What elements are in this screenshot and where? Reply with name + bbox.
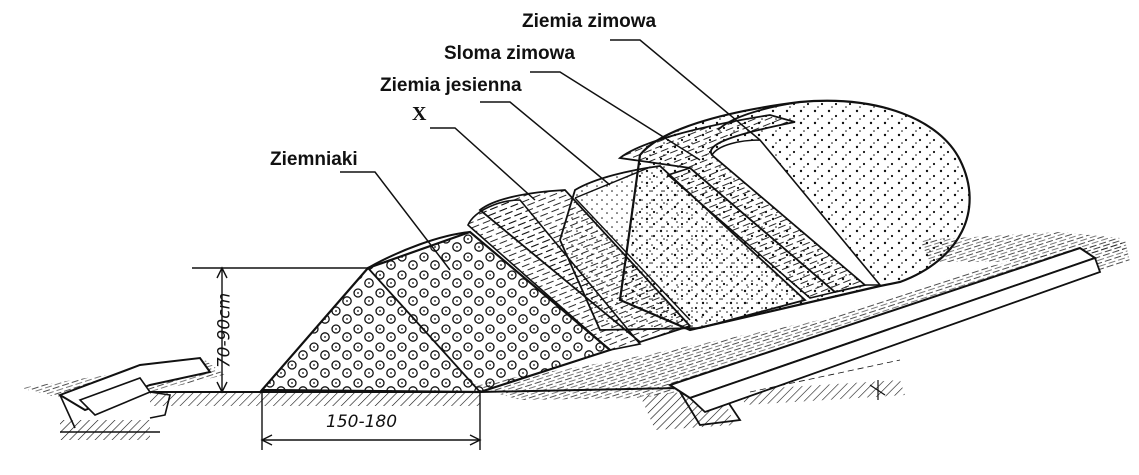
label-ziemia-zimowa: Ziemia zimowa bbox=[522, 12, 656, 31]
label-ziemia-jesienna: Ziemia jesienna bbox=[380, 76, 522, 95]
label-ziemniaki: Ziemniaki bbox=[270, 150, 358, 169]
label-sloma-zimowa: Sloma zimowa bbox=[444, 44, 575, 63]
dimension-height-label: 70-90cm bbox=[217, 286, 234, 376]
leader-x bbox=[430, 128, 535, 200]
dimension-width-label: 150-180 bbox=[326, 414, 397, 431]
label-x: X bbox=[412, 104, 426, 124]
leader-ziemia-jesienna bbox=[480, 102, 610, 185]
